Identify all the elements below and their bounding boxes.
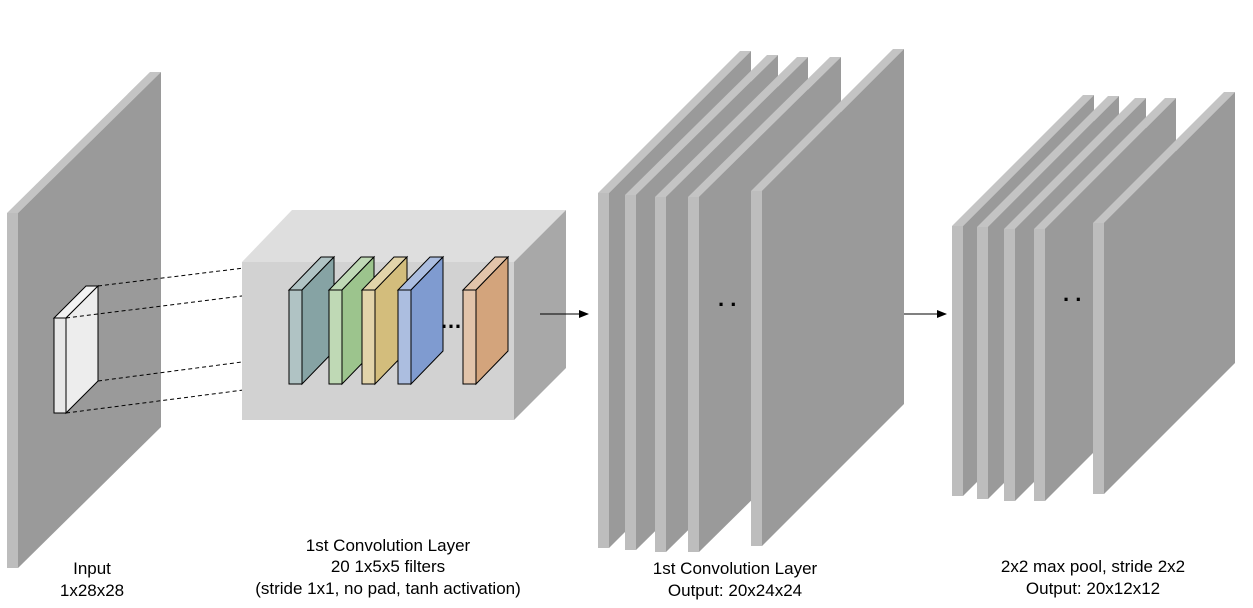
filter-4 bbox=[396, 255, 445, 386]
input-slab-side bbox=[7, 213, 18, 568]
filter-1 bbox=[287, 255, 336, 386]
input-label-line1: Input bbox=[73, 559, 111, 578]
conv-output-stack: . . bbox=[598, 49, 904, 552]
conv-output-ellipsis: . . bbox=[718, 286, 736, 311]
pool-output-stack: . . bbox=[952, 92, 1235, 501]
filter-box-top bbox=[242, 210, 566, 262]
input-label-line2: 1x28x28 bbox=[60, 581, 124, 600]
filter-box-side bbox=[514, 210, 566, 420]
conv-filters-label-line2: 20 1x5x5 filters bbox=[331, 557, 445, 576]
conv-output-map-last bbox=[751, 49, 904, 546]
pool-output-label-line2: Output: 20x12x12 bbox=[1026, 579, 1160, 598]
conv-output-label-line2: Output: 20x24x24 bbox=[668, 581, 802, 600]
conv-output-label-line1: 1st Convolution Layer bbox=[653, 559, 818, 578]
pool-output-label-line1: 2x2 max pool, stride 2x2 bbox=[1001, 557, 1185, 576]
conv-filters-label-line1: 1st Convolution Layer bbox=[306, 536, 471, 555]
filters-ellipsis: … bbox=[440, 308, 462, 333]
pool-output-ellipsis: . . bbox=[1063, 281, 1081, 306]
pool-output-map-last bbox=[1093, 92, 1235, 494]
filter-last bbox=[461, 255, 510, 386]
input-slab-top bbox=[7, 72, 161, 213]
conv-filters-label-line3: (stride 1x1, no pad, tanh activation) bbox=[255, 579, 521, 598]
